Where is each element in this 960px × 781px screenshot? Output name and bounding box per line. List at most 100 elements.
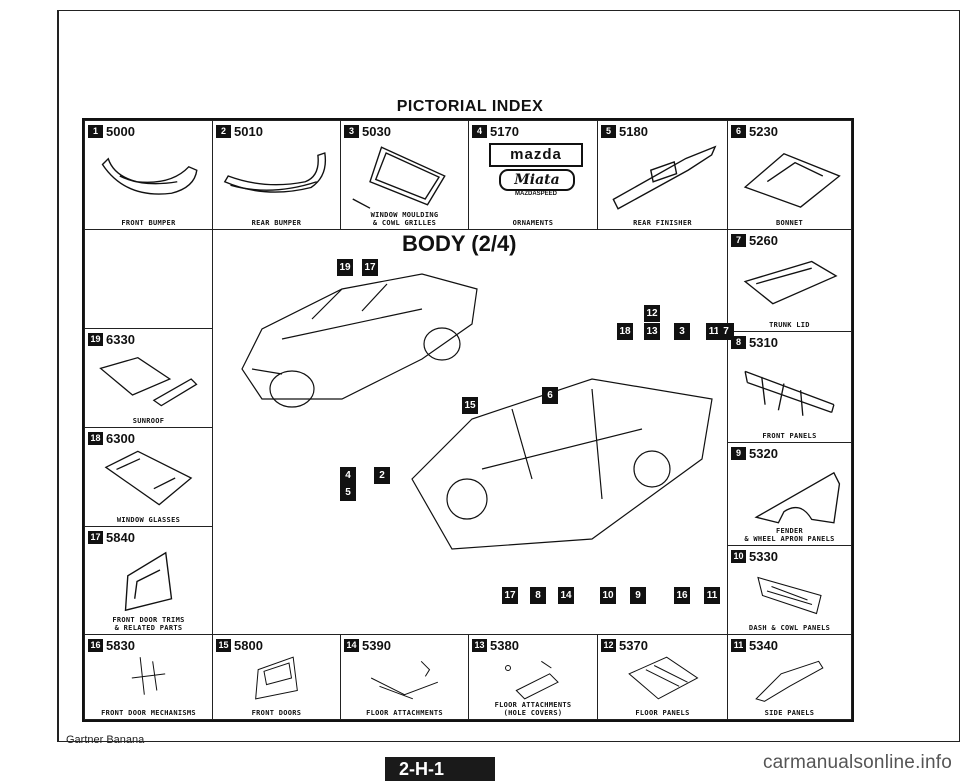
mazda-logo: mazda [489,143,583,167]
body-overview-area: BODY (2/4) 19 17 15 4 2 5 12 18 13 3 11 … [212,229,734,635]
part-caption: REAR FINISHER [633,219,692,227]
side-panels-illustration [734,653,845,703]
index-badge: 14 [344,639,359,652]
callout-4[interactable]: 4 [340,467,356,484]
callout-11b[interactable]: 11 [704,587,720,604]
index-badge: 11 [731,639,746,652]
callout-15[interactable]: 15 [462,397,478,414]
bonnet-illustration [734,139,845,213]
index-badge: 2 [216,125,231,138]
page-title: PICTORIAL INDEX [396,98,544,115]
callout-8[interactable]: 8 [530,587,546,604]
part-code: 5010 [234,124,263,139]
part-caption: FLOOR ATTACHMENTS [366,709,443,717]
callout-19[interactable]: 19 [337,259,353,276]
callout-12[interactable]: 12 [644,305,660,322]
part-caption: WINDOW GLASSES [116,516,181,524]
part-code: 5000 [106,124,135,139]
index-badge: 1 [88,125,103,138]
part-code: 5380 [490,638,519,653]
part-caption: FRONT DOOR TRIMS & RELATED PARTS [112,616,185,632]
callout-13[interactable]: 13 [644,323,660,340]
part-caption: FENDER & WHEEL APRON PANELS [744,527,835,543]
callout-6[interactable]: 6 [542,387,558,404]
index-badge: 7 [731,234,746,247]
callout-17b[interactable]: 17 [502,587,518,604]
part-caption: TRUNK LID [769,321,810,329]
index-badge: 13 [472,639,487,652]
callout-14[interactable]: 14 [558,587,574,604]
part-code: 5180 [619,124,648,139]
part-caption: FLOOR PANELS [635,709,690,717]
body-shell-illustration [411,378,713,550]
part-code: 5830 [106,638,135,653]
part-caption: FRONT PANELS [762,432,817,440]
callout-18[interactable]: 18 [617,323,633,340]
part-code: 5230 [749,124,778,139]
part-caption: SIDE PANELS [764,709,815,717]
index-badge: 6 [731,125,746,138]
callout-3[interactable]: 3 [674,323,690,340]
part-caption: DASH & COWL PANELS [748,624,831,632]
part-code: 5370 [619,638,648,653]
part-code: 5260 [749,233,778,248]
front-bumper-illustration [91,139,206,213]
rear-finisher-illustration [604,139,721,213]
front-doors-illustration [219,653,334,703]
miata-logo: Miata [499,169,575,191]
callout-5[interactable]: 5 [340,484,356,501]
index-badge: 9 [731,447,746,460]
part-caption: ORNAMENTS [512,219,554,227]
part-code: 5170 [490,124,519,139]
part-caption: REAR BUMPER [251,219,302,227]
part-code: 6330 [106,332,135,347]
callout-16[interactable]: 16 [674,587,690,604]
trunk-lid-illustration [734,248,845,315]
part-caption: SUNROOF [132,417,165,425]
hole-covers-illustration [475,653,591,703]
part-caption: FRONT BUMPER [121,219,176,227]
index-badge: 4 [472,125,487,138]
door-mechanisms-illustration [91,653,206,703]
part-code: 5840 [106,530,135,545]
part-caption: FLOOR ATTACHMENTS (HOLE COVERS) [494,701,572,717]
dash-panels-illustration [734,564,845,618]
fender-illustration [734,461,845,529]
callout-10[interactable]: 10 [600,587,616,604]
part-code: 5340 [749,638,778,653]
cell-left-blank [84,229,213,329]
callout-17[interactable]: 17 [362,259,378,276]
mazdaspeed-logo: MAZDASPEED [514,191,557,197]
part-code: 6300 [106,431,135,446]
rear-bumper-illustration [219,139,334,213]
index-badge: 3 [344,125,359,138]
callout-7[interactable]: 7 [718,323,734,340]
index-badge: 17 [88,531,103,544]
part-caption: FRONT DOOR MECHANISMS [101,709,196,717]
part-code: 5800 [234,638,263,653]
index-badge: 5 [601,125,616,138]
callout-9[interactable]: 9 [630,587,646,604]
page-number-tab: 2-H-1 [385,757,495,781]
callout-2[interactable]: 2 [374,467,390,484]
